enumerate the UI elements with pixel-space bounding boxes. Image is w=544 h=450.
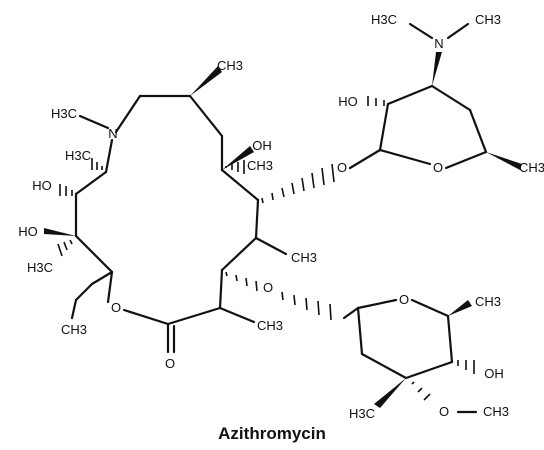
bond	[386, 84, 434, 106]
bond	[74, 234, 114, 274]
bond	[70, 298, 78, 320]
bond	[218, 306, 256, 324]
bond	[446, 314, 454, 364]
desosamine-ring	[348, 22, 522, 170]
bond	[74, 170, 108, 196]
bond	[106, 270, 114, 304]
atom-labels: H3C CH3 N HO O CH3 O CH3 H3C N OH CH3 H3…	[18, 12, 544, 421]
label-ch3-c2: CH3	[257, 318, 283, 333]
label-o-cladinose-link: O	[263, 280, 273, 295]
label-o-desosamine-link: O	[337, 160, 347, 175]
wedge-bond	[190, 66, 222, 96]
wedge-bond	[374, 378, 406, 408]
label-h3c-cladinose: H3C	[349, 406, 375, 421]
label-ch3-desosamine: CH3	[519, 160, 544, 175]
label-o-lactone: O	[111, 300, 121, 315]
bond	[342, 306, 360, 320]
label-h3c-n-methyl: H3C	[51, 106, 77, 121]
hash-bond	[57, 239, 73, 257]
bond	[220, 236, 258, 272]
bond	[356, 306, 364, 356]
wedge-bond	[486, 152, 522, 170]
cladinose-ring	[342, 298, 478, 414]
bond	[220, 168, 260, 202]
wedge-bond	[432, 52, 442, 86]
bond	[114, 94, 142, 134]
compound-caption: Azithromycin	[218, 424, 326, 443]
label-ch3-methoxy: CH3	[483, 404, 509, 419]
hash-bond-cladinose-link	[225, 271, 332, 321]
bond	[444, 150, 488, 170]
bond	[356, 298, 398, 310]
hash-bond-desosamine-link	[261, 163, 335, 204]
label-ch3-cladinose: CH3	[475, 294, 501, 309]
bond	[254, 198, 260, 240]
bond	[360, 352, 408, 380]
hash-bond	[457, 360, 475, 374]
wedge-bond	[44, 228, 76, 236]
bond	[122, 308, 170, 326]
label-o-carbonyl: O	[165, 356, 175, 371]
bond	[410, 298, 450, 318]
bond	[90, 270, 114, 286]
wedge-bond	[448, 300, 472, 316]
label-ch3-top: CH3	[217, 58, 243, 73]
label-ho-c11: HO	[32, 178, 52, 193]
label-o-cladinose-ring: O	[399, 292, 409, 307]
hash-bond	[367, 96, 385, 106]
label-h3c-c12: H3C	[27, 260, 53, 275]
label-ho-c12: HO	[18, 224, 38, 239]
ring-substituents	[44, 66, 288, 354]
bond	[78, 114, 110, 130]
bond	[430, 84, 472, 112]
bond	[104, 138, 114, 174]
label-h3c-nme2: H3C	[371, 12, 397, 27]
bond	[254, 236, 288, 256]
hash-bond	[411, 381, 431, 401]
bond	[378, 102, 390, 152]
label-ho-desosamine: HO	[338, 94, 358, 109]
label-ch3-nme2: CH3	[475, 12, 501, 27]
label-n-desosamine: N	[434, 36, 443, 51]
bond	[468, 108, 488, 154]
label-oh-cladinose: OH	[484, 366, 504, 381]
label-o-desosamine-ring: O	[433, 160, 443, 175]
label-o-methoxy: O	[439, 404, 449, 419]
hash-bond	[91, 158, 103, 170]
label-n-ring: N	[108, 126, 117, 141]
label-ch3-c6: CH3	[247, 158, 273, 173]
hash-bond	[225, 160, 245, 174]
wedge-bond	[222, 146, 254, 170]
label-ch3-ethyl: CH3	[61, 322, 87, 337]
bond	[188, 94, 224, 138]
label-ch3-c4: CH3	[291, 250, 317, 265]
bond	[446, 22, 470, 40]
macrolactone-ring	[74, 94, 260, 326]
label-h3c-c10: H3C	[65, 148, 91, 163]
bond	[348, 148, 382, 170]
bond	[408, 22, 434, 40]
bond	[74, 282, 94, 302]
label-oh-c6: OH	[252, 138, 272, 153]
hash-bond	[59, 184, 73, 196]
bond	[166, 306, 222, 326]
bond	[378, 148, 432, 166]
bond	[404, 360, 454, 380]
bond	[218, 268, 224, 310]
